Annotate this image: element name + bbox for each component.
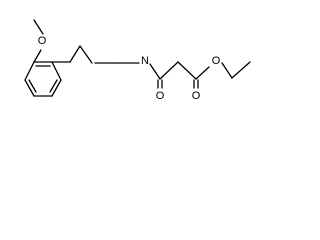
ch2-to-ester-carbon-bond xyxy=(177,61,197,80)
amide-nitrogen-label: N xyxy=(141,55,149,67)
ethyl-ch2-to-ch3-bond xyxy=(231,61,251,79)
ethyl-linker xyxy=(51,45,93,64)
o-to-ethyl-ch2-bond xyxy=(221,62,233,79)
ester-group: O O xyxy=(192,55,251,102)
methoxy-o-to-methyl-bond xyxy=(33,19,44,35)
methoxy-group: O xyxy=(33,19,47,63)
benzene-ring xyxy=(24,61,62,97)
ester-carbonyl-oxygen-label: O xyxy=(192,90,201,102)
amide-carbon-to-ch2-bond xyxy=(159,61,179,80)
ring-bond-5 xyxy=(24,79,35,97)
ester-ether-oxygen-label: O xyxy=(212,55,221,67)
amide-oxygen-label: O xyxy=(156,90,165,102)
methoxy-oxygen-label: O xyxy=(38,35,47,47)
nh-to-amide-carbon-bond xyxy=(149,63,161,80)
malonate-methylene xyxy=(159,61,197,80)
ring-bond-2 xyxy=(51,61,62,81)
amide-group: N O xyxy=(141,55,165,102)
ring-inner-bond-2 xyxy=(49,79,58,93)
ring-to-methoxy-o-bond xyxy=(33,49,42,63)
ch2-to-ch2-bond xyxy=(69,45,81,63)
ring-bond-6 xyxy=(24,61,35,81)
ring-bond-3 xyxy=(51,79,62,97)
structure-svg: O N O O O xyxy=(24,19,251,102)
ring-inner-bond-3 xyxy=(28,79,37,93)
molecule-diagram: O N O O O xyxy=(0,0,267,125)
ch2-to-nh-bond xyxy=(79,45,93,64)
ester-carbon-to-o-bond xyxy=(195,66,210,80)
